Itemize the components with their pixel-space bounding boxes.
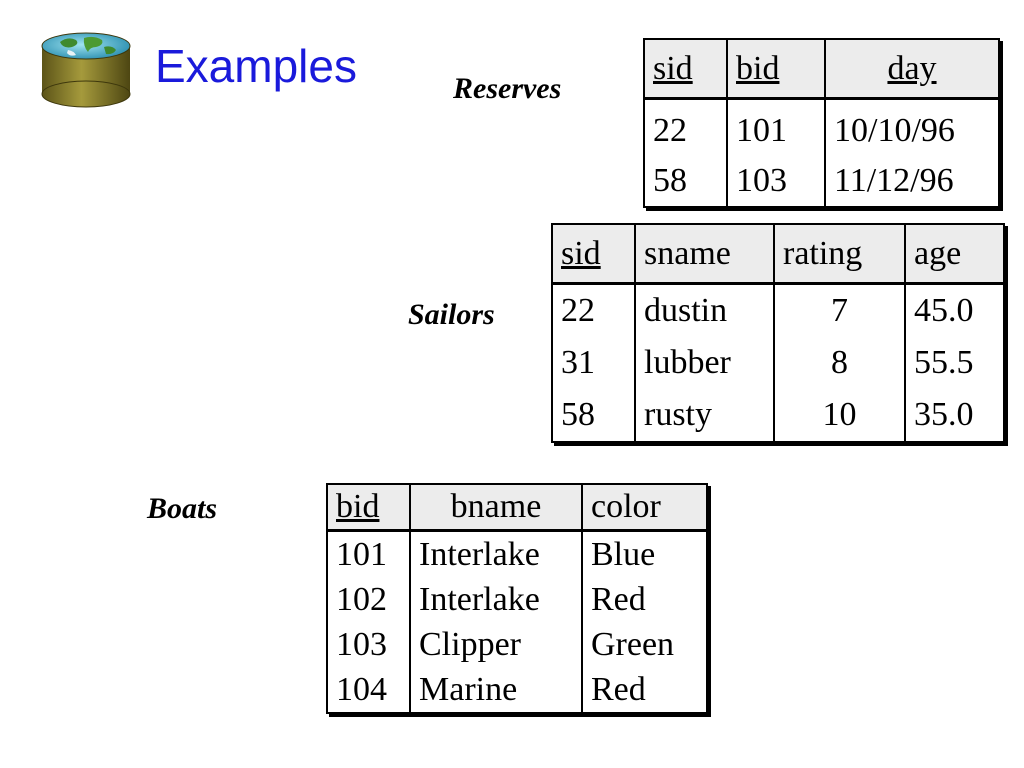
- table-row: 31 lubber 8 55.5: [552, 337, 1004, 389]
- table-row: 102 Interlake Red: [327, 577, 707, 622]
- table-cell: Clipper: [409, 622, 582, 667]
- table-cell: 101: [726, 98, 825, 156]
- table-cell: Green: [581, 622, 707, 667]
- slide-title: Examples: [155, 40, 357, 92]
- column-header-label: sid: [561, 234, 601, 272]
- boats-label: Boats: [147, 492, 218, 525]
- table-cell: 58: [653, 162, 687, 199]
- table-cell: 45.0: [904, 283, 1004, 337]
- column-header-label: rating: [783, 234, 863, 272]
- table-cell: Interlake: [409, 530, 582, 577]
- table-cell: dustin: [634, 283, 774, 337]
- table-cell: 102: [336, 580, 387, 618]
- reserves-label: Reserves: [453, 72, 562, 105]
- table-cell: 55.5: [904, 337, 1004, 389]
- column-header-label: color: [591, 488, 661, 525]
- table-cell: 8: [773, 337, 905, 389]
- table-cell: 22: [561, 292, 595, 329]
- table-cell: 103: [726, 156, 825, 207]
- table-row: 101 Interlake Blue: [327, 530, 707, 577]
- table-row: 58 rusty 10 35.0: [552, 389, 1004, 442]
- table-cell: 35.0: [904, 389, 1004, 442]
- column-header-age: age: [904, 224, 1004, 285]
- column-header-sname: sname: [634, 224, 774, 285]
- table-cell: lubber: [634, 337, 774, 389]
- column-header-rating: rating: [773, 224, 905, 285]
- column-header-day: day: [824, 39, 999, 100]
- database-globe-icon: [41, 32, 131, 108]
- table-row: 58 103 11/12/96: [644, 156, 999, 207]
- column-header-label: day: [887, 49, 937, 87]
- column-header-label: bid: [736, 49, 780, 87]
- table-cell: 11/12/96: [824, 156, 999, 207]
- table-cell: 104: [336, 670, 387, 708]
- table-row: 22 101 10/10/96: [644, 98, 999, 156]
- table-cell: 10: [773, 389, 905, 442]
- column-header-label: bid: [336, 488, 380, 525]
- table-cell: 7: [773, 283, 905, 337]
- column-header-color: color: [581, 484, 707, 532]
- table-cell: 103: [336, 625, 387, 663]
- table-cell: Interlake: [409, 577, 582, 622]
- column-header-bname: bname: [409, 484, 582, 532]
- reserves-table: sid bid day 22 101 10/10/96 58 103 11/12…: [643, 38, 1000, 208]
- column-header-sid: sid: [644, 39, 727, 100]
- column-header-label: bname: [450, 488, 542, 525]
- table-header-row: sid bid day: [644, 39, 999, 100]
- column-header-label: age: [914, 234, 962, 272]
- table-cell: 101: [336, 535, 387, 573]
- table-header-row: sid sname rating age: [552, 224, 1004, 285]
- table-row: 104 Marine Red: [327, 667, 707, 713]
- table-row: 22 dustin 7 45.0: [552, 283, 1004, 337]
- table-header-row: bid bname color: [327, 484, 707, 532]
- column-header-bid: bid: [327, 484, 410, 532]
- table-cell: 58: [561, 396, 595, 433]
- column-header-label: sid: [653, 49, 693, 87]
- table-cell: 22: [653, 112, 687, 149]
- table-cell: 10/10/96: [824, 98, 999, 156]
- boats-table: bid bname color 101 Interlake Blue 102 I…: [326, 483, 708, 714]
- table-cell: Red: [581, 667, 707, 713]
- table-row: 103 Clipper Green: [327, 622, 707, 667]
- table-cell: 31: [561, 344, 595, 381]
- table-cell: Marine: [409, 667, 582, 713]
- table-cell: rusty: [634, 389, 774, 442]
- table-cell: Blue: [581, 530, 707, 577]
- column-header-sid: sid: [552, 224, 635, 285]
- table-cell: Red: [581, 577, 707, 622]
- column-header-label: sname: [644, 234, 731, 272]
- sailors-table: sid sname rating age 22 dustin 7 45.0 31…: [551, 223, 1005, 443]
- sailors-label: Sailors: [408, 298, 495, 331]
- column-header-bid: bid: [726, 39, 825, 100]
